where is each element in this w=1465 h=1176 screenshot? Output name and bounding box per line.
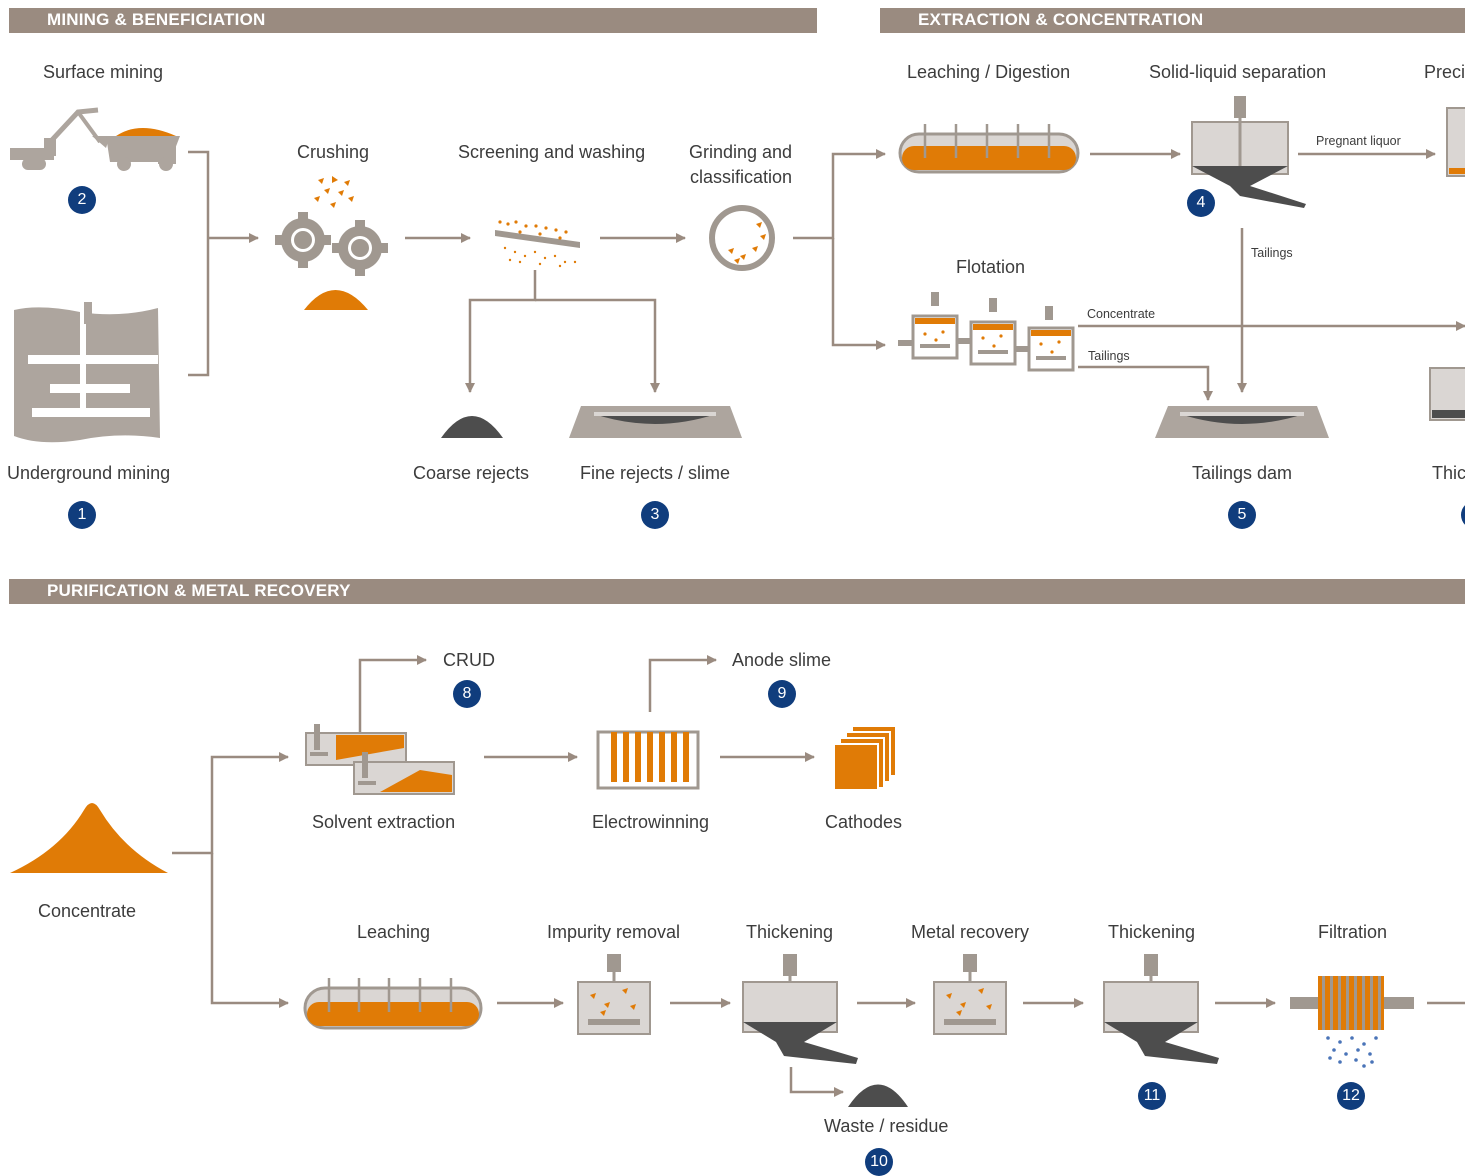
underground-mining-icon — [14, 302, 160, 443]
section-title-purification: PURIFICATION & METAL RECOVERY — [47, 581, 351, 600]
grinding-mill-icon — [709, 205, 775, 271]
thickening-icon-1 — [742, 954, 858, 1064]
section-bar-extraction: EXTRACTION & CONCENTRATION — [880, 8, 1465, 33]
badge-8: 8 — [453, 680, 481, 708]
flow-surface-to-merge — [188, 150, 210, 377]
flow-label-concentrate: Concentrate — [1087, 307, 1156, 321]
label-solid-liquid: Solid-liquid separation — [1149, 62, 1327, 82]
badge-11: 11 — [1138, 1082, 1166, 1110]
badge-6-partial — [1461, 501, 1465, 529]
label-concentrate: Concentrate — [38, 901, 137, 921]
badge-2: 2 — [68, 186, 96, 214]
section-bar-mining: MINING & BENEFICIATION — [9, 8, 817, 33]
screening-icon — [495, 220, 580, 268]
label-fine-rejects: Fine rejects / slime — [580, 463, 731, 483]
label-leaching: Leaching — [357, 922, 431, 942]
section-bar-purification: PURIFICATION & METAL RECOVERY — [9, 579, 1465, 604]
crushing-gears-icon — [275, 176, 388, 310]
cathodes-icon — [833, 725, 897, 791]
concentrate-pile — [10, 803, 168, 873]
badge-4: 4 — [1187, 189, 1215, 217]
label-grinding-line2: classification — [690, 167, 793, 187]
label-screening: Screening and washing — [458, 142, 646, 162]
badge-10: 10 — [865, 1148, 893, 1176]
label-precipitation-partial: Preci — [1424, 62, 1465, 82]
precipitation-tank-partial-icon — [1446, 107, 1465, 177]
label-surface-mining: Surface mining — [43, 62, 164, 82]
flow-screening-fine — [535, 298, 660, 393]
flotation-cells-icon — [898, 292, 1075, 372]
thickening-icon-2 — [1103, 954, 1219, 1064]
tailings-dam-icon — [1155, 406, 1329, 438]
impurity-removal-icon — [577, 954, 651, 1035]
thickener-partial-icon — [1429, 367, 1465, 421]
label-thickening-2: Thickening — [1108, 922, 1196, 942]
label-coarse-rejects: Coarse rejects — [413, 463, 530, 483]
label-crushing: Crushing — [297, 142, 370, 162]
leaching-tank-icon — [898, 124, 1080, 174]
label-thickening-partial: Thic — [1432, 463, 1465, 483]
badge-12: 12 — [1337, 1082, 1365, 1110]
label-waste-residue: Waste / residue — [824, 1116, 949, 1136]
leaching-tank-bottom-icon — [303, 978, 483, 1030]
metal-recovery-icon — [933, 954, 1007, 1035]
connectors — [172, 149, 1465, 1097]
label-metal-recovery: Metal recovery — [911, 922, 1030, 942]
label-thickening-1: Thickening — [746, 922, 834, 942]
surface-mining-icon — [10, 107, 180, 171]
badge-5: 5 — [1228, 501, 1256, 529]
section-title-extraction: EXTRACTION & CONCENTRATION — [918, 10, 1204, 29]
flow-concentrate-split — [172, 752, 289, 855]
label-flotation: Flotation — [956, 257, 1026, 277]
label-impurity-removal: Impurity removal — [547, 922, 681, 942]
thickener-icon-top — [1191, 96, 1306, 208]
flow-label-tailings-vertical: Tailings — [1251, 246, 1293, 260]
label-grinding-line1: Grinding and — [689, 142, 793, 162]
electrowinning-icon — [596, 730, 700, 790]
label-solvent-extraction: Solvent extraction — [312, 812, 456, 832]
coarse-rejects-pile — [441, 416, 503, 438]
section-title-mining: MINING & BENEFICIATION — [47, 10, 266, 29]
flow-grinding-split — [793, 149, 886, 240]
fine-rejects-dam-icon — [569, 406, 742, 438]
flow-grinding-flotation — [831, 238, 886, 350]
badge-3: 3 — [641, 501, 669, 529]
badge-1: 1 — [68, 501, 96, 529]
flow-sx-to-crud — [358, 655, 427, 738]
solvent-extraction-icon — [305, 724, 455, 795]
flow-screening-rejects — [465, 270, 537, 393]
flow-ew-to-anode — [648, 655, 717, 712]
label-tailings-dam: Tailings dam — [1192, 463, 1293, 483]
label-leaching-digestion: Leaching / Digestion — [907, 62, 1071, 82]
flow-label-pregnant-liquor: Pregnant liquor — [1316, 134, 1401, 148]
label-crud: CRUD — [443, 650, 495, 670]
flow-concentrate-leaching — [210, 853, 289, 1008]
filtration-icon — [1290, 976, 1414, 1068]
flow-thick-to-waste — [789, 1067, 844, 1097]
badge-9: 9 — [768, 680, 796, 708]
flow-flotation-tailings — [1078, 365, 1213, 401]
label-underground-mining: Underground mining — [7, 463, 171, 483]
waste-residue-pile — [848, 1084, 908, 1107]
label-electrowinning: Electrowinning — [592, 812, 710, 832]
flow-label-tailings: Tailings — [1088, 349, 1130, 363]
label-anode-slime: Anode slime — [732, 650, 832, 670]
label-filtration: Filtration — [1318, 922, 1388, 942]
label-cathodes: Cathodes — [825, 812, 903, 832]
